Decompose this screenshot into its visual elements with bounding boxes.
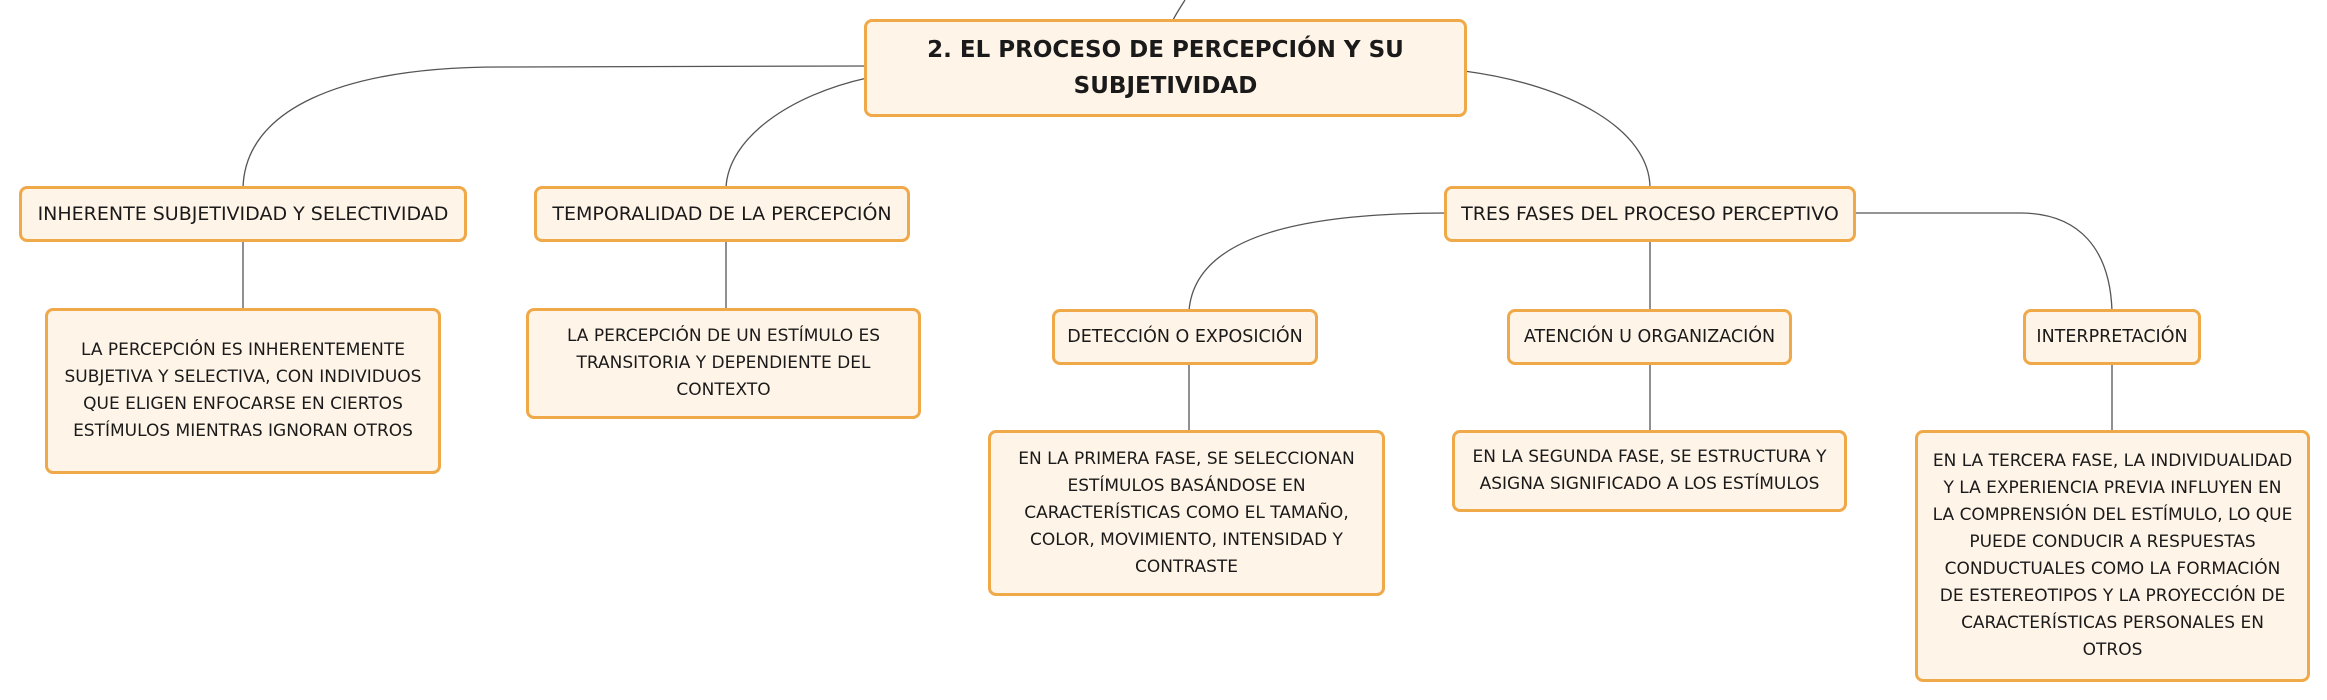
connector-root-fases — [1463, 70, 1651, 189]
topic-temporalidad[interactable]: TEMPORALIDAD DE LA PERCEPCIÓN — [534, 186, 910, 242]
topic-interpretacion[interactable]: INTERPRETACIÓN — [2023, 309, 2201, 365]
topic-deteccion-detail[interactable]: EN LA PRIMERA FASE, SE SELECCIONAN ESTÍM… — [988, 430, 1385, 596]
connector-fases-deteccion — [1188, 212, 1448, 312]
topic-atencion-detail[interactable]: EN LA SEGUNDA FASE, SE ESTRUCTURA Y ASIG… — [1452, 430, 1847, 512]
topic-fases[interactable]: TRES FASES DEL PROCESO PERCEPTIVO — [1444, 186, 1856, 242]
topic-deteccion-detail-text: EN LA PRIMERA FASE, SE SELECCIONAN ESTÍM… — [1018, 448, 1355, 577]
connector-fases-interpretacion — [1853, 212, 2113, 312]
root-topic[interactable]: 2. EL PROCESO DE PERCEPCIÓN Y SU SUBJETI… — [864, 19, 1467, 117]
topic-subjetividad-detail-text: LA PERCEPCIÓN ES INHERENTEMENTE SUBJETIV… — [64, 340, 422, 441]
connector-root-temporalidad — [725, 77, 868, 189]
connector-incoming-root — [1172, 0, 1186, 21]
topic-interpretacion-label: INTERPRETACIÓN — [2036, 326, 2188, 347]
topic-atencion[interactable]: ATENCIÓN U ORGANIZACIÓN — [1507, 309, 1792, 365]
topic-deteccion[interactable]: DETECCIÓN O EXPOSICIÓN — [1052, 309, 1318, 365]
topic-atencion-label: ATENCIÓN U ORGANIZACIÓN — [1523, 326, 1776, 347]
topic-interpretacion-detail[interactable]: EN LA TERCERA FASE, LA INDIVIDUALIDAD Y … — [1915, 430, 2310, 682]
topic-atencion-detail-text: EN LA SEGUNDA FASE, SE ESTRUCTURA Y ASIG… — [1472, 447, 1827, 494]
connector-root-subjetividad — [242, 65, 868, 189]
topic-fases-label: TRES FASES DEL PROCESO PERCEPTIVO — [1461, 203, 1839, 225]
topic-subjetividad-label: INHERENTE SUBJETIVIDAD Y SELECTIVIDAD — [37, 203, 449, 225]
topic-temporalidad-label: TEMPORALIDAD DE LA PERCEPCIÓN — [552, 203, 892, 225]
topic-deteccion-label: DETECCIÓN O EXPOSICIÓN — [1067, 326, 1303, 347]
root-topic-label: 2. EL PROCESO DE PERCEPCIÓN Y SU SUBJETI… — [927, 37, 1404, 99]
topic-temporalidad-detail-text: LA PERCEPCIÓN DE UN ESTÍMULO ES TRANSITO… — [566, 326, 881, 400]
topic-subjetividad-detail[interactable]: LA PERCEPCIÓN ES INHERENTEMENTE SUBJETIV… — [45, 308, 441, 474]
topic-interpretacion-detail-text: EN LA TERCERA FASE, LA INDIVIDUALIDAD Y … — [1932, 451, 2293, 660]
topic-temporalidad-detail[interactable]: LA PERCEPCIÓN DE UN ESTÍMULO ES TRANSITO… — [526, 308, 921, 419]
topic-subjetividad[interactable]: INHERENTE SUBJETIVIDAD Y SELECTIVIDAD — [19, 186, 467, 242]
